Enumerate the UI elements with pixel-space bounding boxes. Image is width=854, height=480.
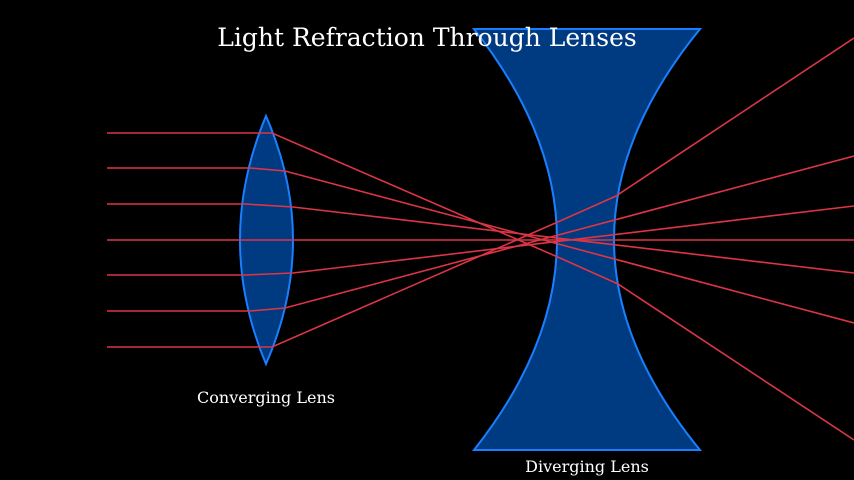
light-ray-3 — [107, 203, 854, 274]
diverging-lens-label: Diverging Lens — [525, 457, 649, 476]
light-ray-1 — [107, 132, 854, 441]
light-ray-2 — [107, 167, 854, 324]
light-ray-5 — [107, 205, 854, 276]
light-ray-6 — [107, 155, 854, 312]
converging-lens-label: Converging Lens — [197, 388, 335, 407]
light-ray-7 — [107, 37, 854, 348]
diagram-title: Light Refraction Through Lenses — [217, 23, 636, 52]
light-rays — [107, 37, 854, 441]
